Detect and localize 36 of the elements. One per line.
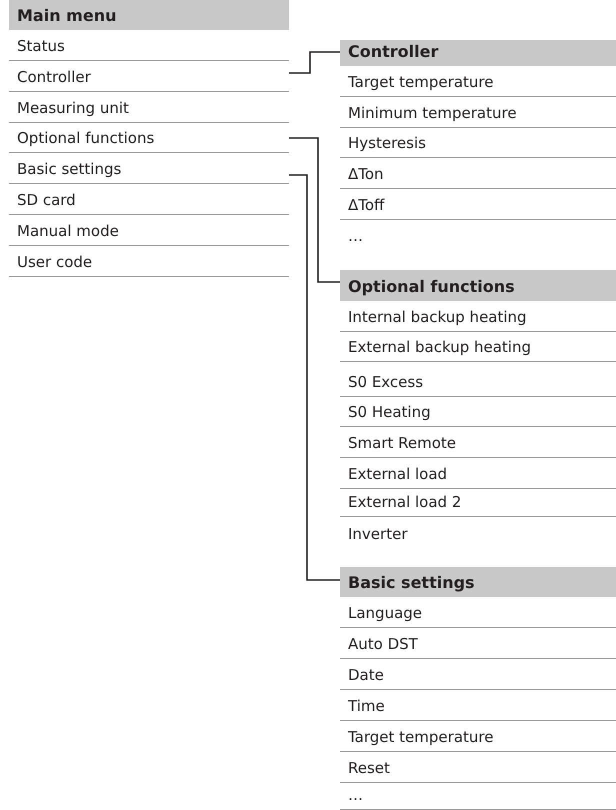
menu-item: Language xyxy=(340,597,616,628)
menu-header: Controller xyxy=(340,40,616,66)
menu-item: SD card xyxy=(9,184,289,215)
menu-item: Controller xyxy=(9,61,289,92)
menu-header: Main menu xyxy=(9,0,289,30)
menu-item: External load xyxy=(340,458,616,489)
menu-item: Inverter xyxy=(340,517,616,548)
menu-item: Hysteresis xyxy=(340,128,616,158)
connector-line xyxy=(289,137,340,283)
menu-item: … xyxy=(340,783,616,810)
menu-item: S0 Heating xyxy=(340,397,616,427)
menu-header: Optional functions xyxy=(340,270,616,301)
menu-item: Target temperature xyxy=(340,721,616,752)
menu-item: Smart Remote xyxy=(340,427,616,458)
menu-item: External backup heating xyxy=(340,332,616,362)
menu-item: External load 2 xyxy=(340,489,616,517)
menu-item: Manual mode xyxy=(9,215,289,246)
connector-line xyxy=(289,174,340,581)
menu-item: Optional functions xyxy=(9,123,289,153)
menu-item: Target temperature xyxy=(340,66,616,97)
menu-item: User code xyxy=(9,246,289,277)
menu-item: Internal backup heating xyxy=(340,301,616,332)
menu-item: Time xyxy=(340,690,616,721)
menu-item: ΔToff xyxy=(340,189,616,220)
menu-item: Measuring unit xyxy=(9,92,289,123)
menu-item: Reset xyxy=(340,752,616,783)
menu-item: S0 Excess xyxy=(340,362,616,397)
menu-item: Auto DST xyxy=(340,628,616,659)
menu-item: Date xyxy=(340,659,616,690)
menu-item: … xyxy=(340,220,616,250)
menu-item: Basic settings xyxy=(9,153,289,184)
connector-line xyxy=(289,51,340,74)
menu-item: Status xyxy=(9,30,289,61)
menu-header: Basic settings xyxy=(340,567,616,597)
menu-item: ΔTon xyxy=(340,158,616,189)
menu-item: Minimum temperature xyxy=(340,97,616,128)
